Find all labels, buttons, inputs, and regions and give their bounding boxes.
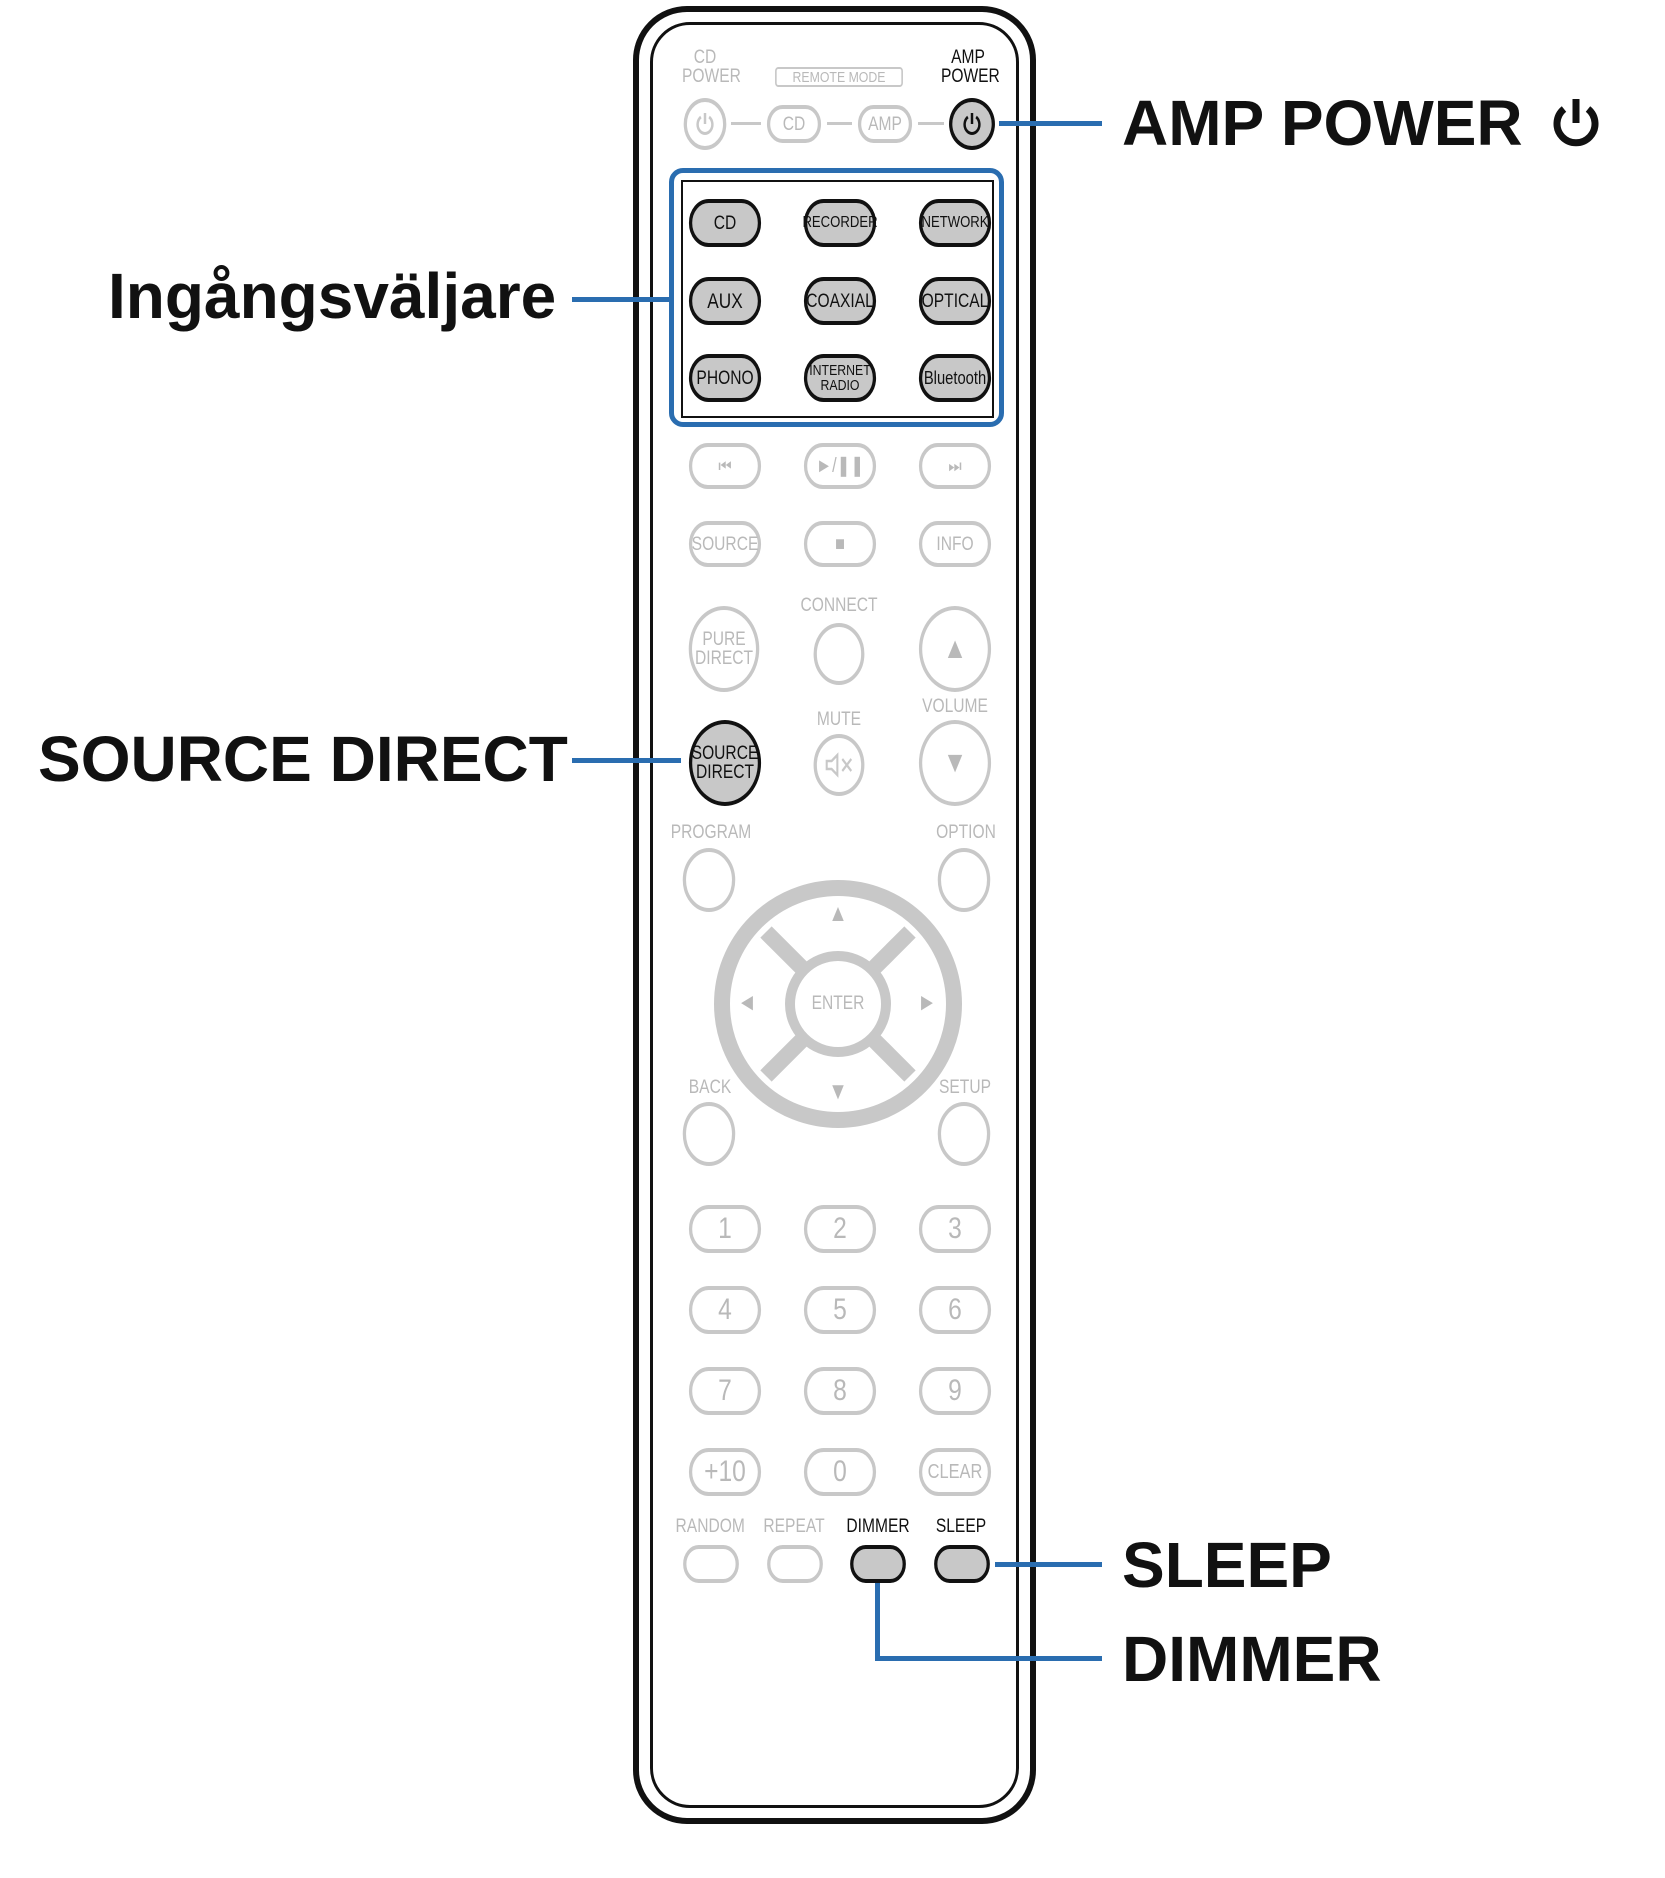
volume-down-icon: ▼ — [942, 746, 968, 779]
cd-power-button[interactable] — [683, 98, 727, 150]
mute-label: MUTE — [816, 709, 862, 730]
input-selector-highlight — [669, 168, 1004, 427]
input-network-button[interactable]: NETWORK — [918, 199, 992, 247]
power-icon — [696, 113, 714, 135]
input-optical-button[interactable]: OPTICAL — [918, 277, 992, 325]
next-track-button[interactable]: ⏭ — [918, 443, 992, 489]
dpad-right-icon[interactable]: ► — [917, 989, 937, 1016]
random-label: RANDOM — [675, 1516, 745, 1537]
volume-up-button[interactable]: ▲ — [918, 606, 992, 692]
source-button[interactable]: SOURCE — [688, 521, 762, 567]
volume-up-icon: ▲ — [942, 632, 968, 665]
random-button[interactable] — [683, 1545, 739, 1583]
dpad-divider — [760, 926, 808, 974]
remote-mode-label: REMOTE MODE — [775, 67, 903, 87]
connect-button[interactable] — [813, 623, 865, 685]
input-recorder-button[interactable]: RECORDER — [802, 199, 878, 247]
previous-track-button[interactable]: ⏮ — [688, 443, 762, 489]
dpad-divider — [868, 1034, 916, 1082]
dimmer-callout: DIMMER — [1122, 1623, 1382, 1695]
amp-power-callout: AMP POWER — [1122, 91, 1602, 155]
stop-button[interactable]: ■ — [803, 521, 877, 567]
source-direct-leader-line — [572, 758, 681, 763]
next-icon: ⏭ — [948, 456, 962, 476]
numpad-key-8[interactable]: 8 — [803, 1367, 877, 1415]
dimmer-leader-line-vertical — [875, 1583, 880, 1661]
mode-connector — [918, 122, 944, 125]
source-direct-callout: SOURCE DIRECT — [38, 723, 568, 795]
input-coaxial-button[interactable]: COAXIAL — [803, 277, 877, 325]
numpad-key-1[interactable]: 1 — [688, 1205, 762, 1253]
play-pause-icon: ►/❚❚ — [815, 455, 865, 477]
numpad-key-7[interactable]: 7 — [688, 1367, 762, 1415]
info-button[interactable]: INFO — [918, 521, 992, 567]
option-label: OPTION — [936, 822, 996, 843]
setup-button[interactable] — [937, 1102, 991, 1166]
stop-icon: ■ — [835, 533, 845, 555]
previous-icon: ⏮ — [718, 456, 732, 476]
remote-inner-outline — [650, 22, 1019, 1808]
program-label: PROGRAM — [670, 822, 752, 843]
option-button[interactable] — [937, 848, 991, 912]
volume-down-button[interactable]: ▼ — [918, 720, 992, 806]
numpad-key-0[interactable]: 0 — [803, 1448, 877, 1496]
dimmer-label: DIMMER — [846, 1516, 910, 1537]
setup-label: SETUP — [939, 1077, 991, 1098]
numpad-key-3[interactable]: 3 — [918, 1205, 992, 1253]
dpad-up-icon[interactable]: ▲ — [828, 900, 848, 927]
amp-power-leader-line — [999, 121, 1102, 126]
input-selector-leader-line — [572, 297, 669, 302]
input-selector-callout: Ingångsväljare — [108, 260, 557, 332]
power-icon — [963, 113, 981, 135]
input-group-bracket — [681, 180, 994, 418]
input-aux-button[interactable]: AUX — [688, 277, 762, 325]
remote-mode-cd-button[interactable]: CD — [766, 105, 822, 143]
repeat-button[interactable] — [767, 1545, 823, 1583]
power-icon — [1553, 99, 1599, 147]
back-button[interactable] — [682, 1102, 736, 1166]
volume-label: VOLUME — [922, 696, 988, 717]
input-bluetooth-button[interactable]: Bluetooth — [918, 354, 992, 402]
dpad-divider — [868, 926, 916, 974]
mode-connector — [731, 122, 761, 125]
program-button[interactable] — [682, 848, 736, 912]
mute-button[interactable] — [813, 734, 865, 796]
dpad-down-icon[interactable]: ▼ — [828, 1078, 848, 1105]
numpad-key-clear[interactable]: CLEAR — [918, 1448, 992, 1496]
dimmer-button[interactable] — [850, 1545, 906, 1583]
mute-icon — [825, 752, 853, 778]
mode-connector — [827, 122, 852, 125]
enter-button[interactable] — [785, 951, 891, 1057]
enter-label: ENTER — [811, 993, 865, 1014]
numpad-key-plus10[interactable]: +10 — [688, 1448, 762, 1496]
dpad-divider — [760, 1034, 808, 1082]
numpad-key-9[interactable]: 9 — [918, 1367, 992, 1415]
sleep-callout: SLEEP — [1122, 1529, 1332, 1601]
dimmer-leader-line-horizontal — [875, 1656, 1102, 1661]
numpad-key-5[interactable]: 5 — [803, 1286, 877, 1334]
sleep-button[interactable] — [934, 1545, 990, 1583]
connect-label: CONNECT — [800, 595, 878, 616]
play-pause-button[interactable]: ►/❚❚ — [803, 443, 877, 489]
numpad-key-4[interactable]: 4 — [688, 1286, 762, 1334]
numpad-key-2[interactable]: 2 — [803, 1205, 877, 1253]
dpad-left-icon[interactable]: ◄ — [737, 989, 757, 1016]
amp-power-button[interactable] — [949, 98, 995, 150]
sleep-label: SLEEP — [935, 1516, 987, 1537]
numpad-key-6[interactable]: 6 — [918, 1286, 992, 1334]
remote-mode-amp-button[interactable]: AMP — [857, 105, 913, 143]
input-phono-button[interactable]: PHONO — [688, 354, 762, 402]
repeat-label: REPEAT — [763, 1516, 825, 1537]
input-cd-button[interactable]: CD — [688, 199, 762, 247]
back-label: BACK — [688, 1077, 732, 1098]
sleep-leader-line — [995, 1562, 1102, 1567]
